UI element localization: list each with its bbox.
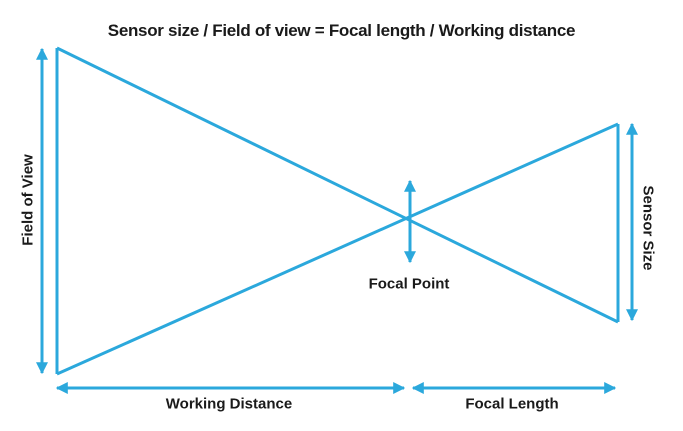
field-of-view-label: Field of View [19, 154, 37, 246]
diagram-title: Sensor size / Field of view = Focal leng… [107, 21, 576, 40]
upper-ray-line [56, 46, 619, 324]
focal-length-label: Focal Length [465, 395, 559, 413]
sensor-size-label: Sensor Size [639, 185, 657, 271]
working-distance-label: Working Distance [165, 395, 293, 413]
dimension-arrows [36, 47, 638, 394]
lower-ray-line [56, 122, 619, 376]
ray-cone-outline [55, 46, 620, 376]
focal-point-label: Focal Point [368, 275, 450, 293]
